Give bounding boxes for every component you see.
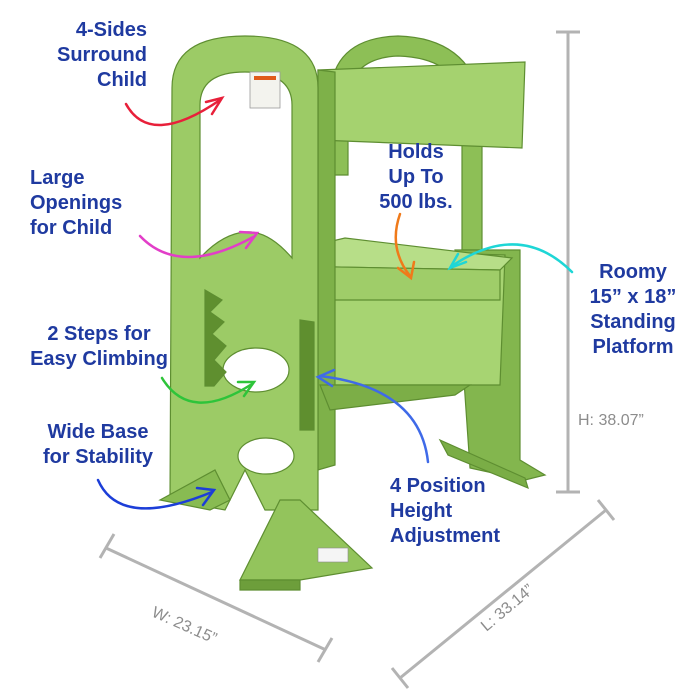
label-holds-weight-line2: Up To	[388, 166, 444, 188]
label-wide-base-line2: for Stability	[42, 446, 153, 468]
label-holds-weight: Holds Up To 500 lbs.	[372, 140, 460, 215]
dimension-height: H: 38.07”	[578, 412, 644, 429]
label-wide-base: Wide Base for Stability	[36, 420, 160, 470]
label-large-openings-line2: Openings	[30, 192, 123, 214]
label-large-openings-line1: Large	[30, 167, 85, 189]
label-height-adjustment: 4 Position Height Adjustment	[390, 474, 500, 549]
label-roomy-platform-line4: Platform	[592, 336, 674, 358]
label-height-adjustment-line2: Height	[390, 500, 453, 522]
label-four-sides: 4-Sides Surround Child	[55, 18, 147, 93]
label-roomy-platform-line3: Standing	[590, 311, 676, 333]
label-holds-weight-line3: 500 lbs.	[379, 191, 453, 213]
brand-logo	[317, 547, 349, 563]
label-two-steps-line1: 2 Steps for	[47, 323, 151, 345]
label-roomy-platform: Roomy 15” x 18” Standing Platform	[582, 260, 684, 360]
label-height-adjustment-line1: 4 Position	[390, 475, 486, 497]
label-large-openings-line3: for Child	[30, 217, 113, 239]
annotation-arrows	[96, 96, 574, 510]
label-height-adjustment-line3: Adjustment	[390, 525, 500, 547]
label-four-sides-line3: Child	[97, 69, 147, 91]
label-four-sides-line2: Surround	[57, 44, 147, 66]
learning-tower	[158, 35, 547, 591]
label-holds-weight-line1: Holds	[388, 141, 444, 163]
label-roomy-platform-line1: Roomy	[599, 261, 667, 283]
label-wide-base-line1: Wide Base	[47, 421, 149, 443]
label-two-steps-line2: Easy Climbing	[30, 348, 168, 370]
label-roomy-platform-line2: 15” x 18”	[589, 286, 677, 308]
dimension-lines	[98, 30, 616, 689]
label-large-openings: Large Openings for Child	[30, 166, 122, 241]
label-two-steps: 2 Steps for Easy Climbing	[24, 322, 174, 372]
label-four-sides-line1: 4-Sides	[75, 19, 147, 41]
